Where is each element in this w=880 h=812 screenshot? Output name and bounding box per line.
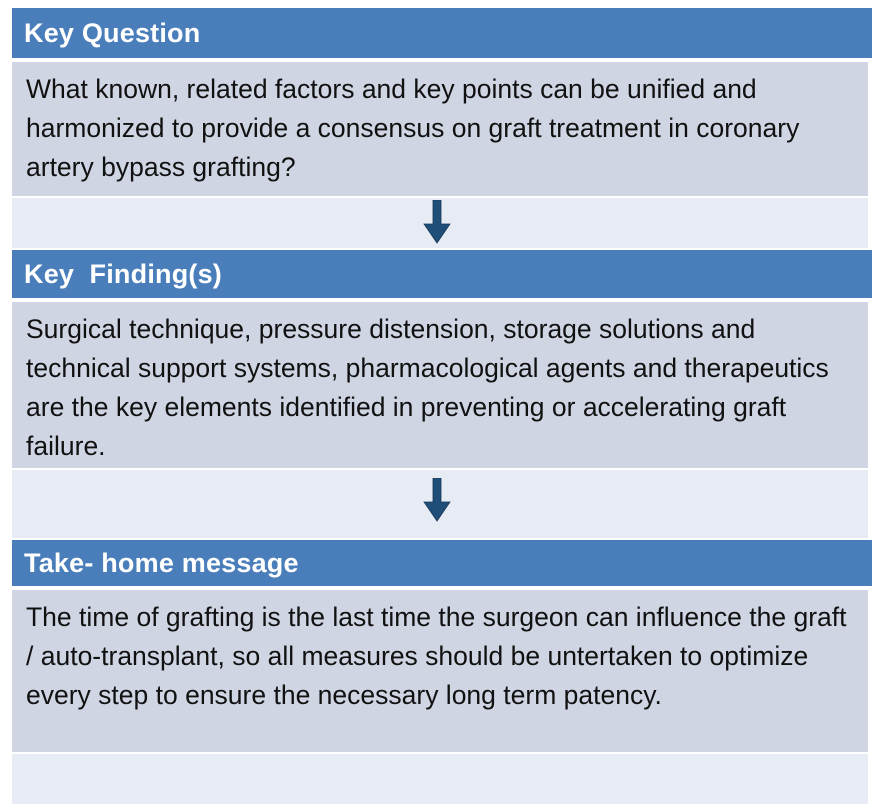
section-header-label: Key Finding(s)	[24, 258, 222, 289]
section-body-text: Surgical technique, pressure distension,…	[26, 314, 829, 461]
section-header-key-findings: Key Finding(s)	[12, 250, 872, 298]
section-body-key-findings: Surgical technique, pressure distension,…	[12, 302, 868, 468]
section-header-label: Take- home message	[24, 547, 299, 578]
section-header-key-question: Key Question	[12, 8, 872, 58]
section-body-take-home-message: The time of grafting is the last time th…	[12, 590, 868, 752]
section-header-label: Key Question	[24, 17, 201, 48]
section-body-key-question: What known, related factors and key poin…	[12, 62, 868, 196]
section-body-text: What known, related factors and key poin…	[26, 74, 800, 182]
section-header-take-home-message: Take- home message	[12, 540, 872, 586]
section-body-text: The time of grafting is the last time th…	[26, 602, 847, 710]
footer-band	[12, 754, 868, 804]
down-arrow-icon	[422, 477, 452, 522]
down-arrow-icon	[422, 199, 452, 244]
